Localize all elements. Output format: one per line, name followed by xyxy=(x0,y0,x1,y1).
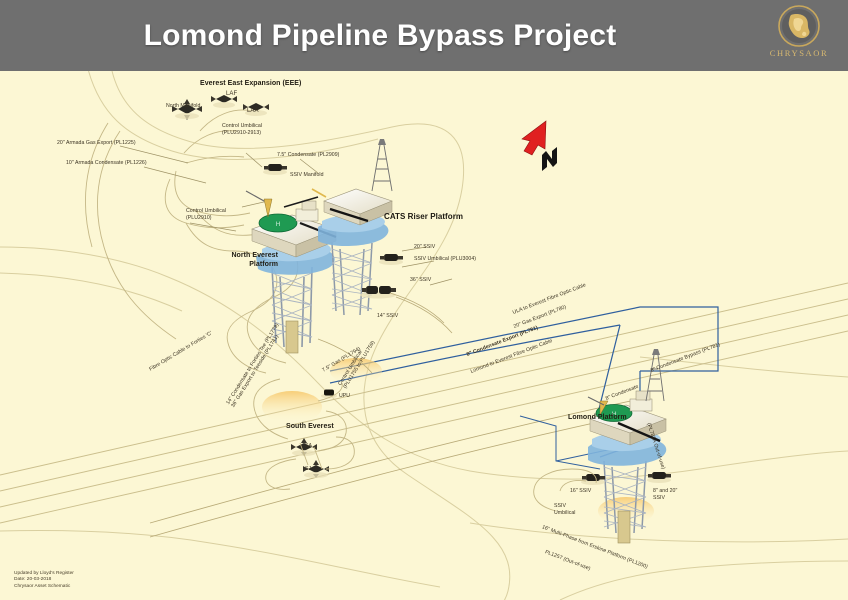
label-lomond-platform: Lomond Platform xyxy=(568,414,627,421)
footer-credits: Updated by Lloyd's Register Date: 20-03-… xyxy=(14,571,74,590)
label-control-umbilical-2910-2913-line2: (PLU2910-2913) xyxy=(222,130,262,136)
chrysaor-logo: CHRYSAOR xyxy=(760,5,838,67)
label-laa: LAA xyxy=(247,108,259,114)
label-ssiv-umbilical-line1: SSIV xyxy=(554,503,567,509)
label-north-manifold: North Manifold xyxy=(166,103,201,109)
label-armada-gas-export: 20" Armada Gas Export (PL1225) xyxy=(57,140,136,146)
schematic-map: H xyxy=(0,71,848,600)
footer-line-updated-by: Updated by Lloyd's Register xyxy=(14,570,74,576)
label-control-umbilical-2910-line2: (PLU2910) xyxy=(186,215,212,221)
label-ssiv-16: 16" SSIV xyxy=(570,488,592,494)
label-ssiv-8-20-line1: 8" and 20" xyxy=(653,488,678,494)
svg-text:H: H xyxy=(276,222,280,228)
lomond-platform-graphic: H xyxy=(587,349,667,544)
footer-line-schematic: Chrysaor Asset Schematic xyxy=(14,583,71,589)
page-header: Lomond Pipeline Bypass Project CHRYSAOR xyxy=(0,0,848,72)
label-everest-east-expansion: Everest East Expansion (EEE) xyxy=(200,80,302,87)
label-laf: LAF xyxy=(226,91,238,97)
north-arrow-icon xyxy=(521,120,557,171)
label-ssiv-8-20-line2: SSIV xyxy=(653,495,666,501)
label-south-everest-sa: SA xyxy=(305,443,313,449)
label-ssiv-umbilical-line2: Umbilical xyxy=(554,510,576,516)
footer-line-date: Date: 20-03-2018 xyxy=(14,577,52,583)
chrysaor-emblem-icon xyxy=(778,5,820,47)
label-control-umbilical-2910-line1: Control Umbilical xyxy=(186,208,227,214)
label-ssiv-20: 20" SSIV xyxy=(414,244,436,250)
label-upu: UPU xyxy=(339,393,351,399)
label-ssiv-manifold: SSIV Manifold xyxy=(290,172,324,178)
subsea-manifolds xyxy=(172,95,671,485)
north-everest-platform-graphic: H xyxy=(245,190,337,354)
label-south-everest-sj: SJ xyxy=(305,466,312,472)
label-north-everest-platform-line1: North Everest xyxy=(231,252,278,259)
logo-wordmark: CHRYSAOR xyxy=(769,48,829,58)
svg-text:H: H xyxy=(612,412,616,418)
label-armada-condensate: 10" Armada Condensate (PL1226) xyxy=(66,160,147,166)
label-cats-riser-platform: CATS Riser Platform xyxy=(384,212,464,221)
label-control-umbilical-2910-2913-line1: Control Umbilical xyxy=(222,123,263,129)
label-ssiv-umbilical-3004: SSIV Umbilical (PLU3004) xyxy=(414,256,477,262)
label-south-everest: South Everest xyxy=(286,423,334,430)
label-ssiv-36: 36" SSIV xyxy=(410,277,432,283)
page-title: Lomond Pipeline Bypass Project xyxy=(143,18,617,52)
label-condensate-pl2909: 7.5" Condensate (PL2909) xyxy=(277,152,340,158)
pipeline-network-drawing: H xyxy=(0,71,848,600)
cats-riser-platform-graphic xyxy=(311,139,393,316)
label-north-everest-platform-line2: Platform xyxy=(249,261,278,268)
label-ssiv-14: 14" SSIV xyxy=(377,313,399,319)
